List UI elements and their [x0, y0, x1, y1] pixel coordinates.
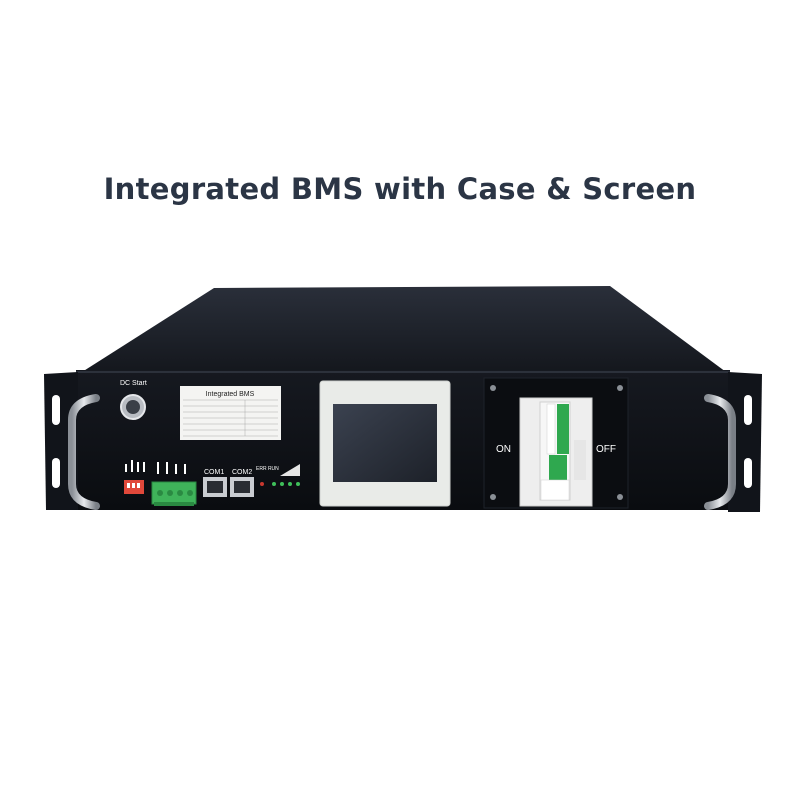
chassis-top [82, 286, 726, 372]
right-handle[interactable] [704, 394, 736, 510]
headline: Integrated BMS with Case & Screen [103, 172, 697, 206]
dip-switch[interactable] [124, 480, 144, 494]
terminal-markings [157, 462, 186, 474]
dc-start-label: DC Start [120, 380, 147, 387]
status-leds [260, 482, 300, 486]
signal-indicator [280, 464, 300, 476]
touchscreen[interactable] [319, 380, 451, 507]
right-rack-ear [728, 372, 762, 512]
terminal-block[interactable] [151, 481, 197, 506]
com2-label: COM2 [232, 469, 252, 476]
com1-label: COM1 [204, 469, 224, 476]
circuit-breaker[interactable] [519, 397, 593, 507]
com2-port[interactable] [230, 477, 254, 497]
dip-switch-markings [125, 460, 145, 472]
off-label: OFF [596, 444, 616, 455]
dc-start-button[interactable] [120, 394, 146, 420]
led-label: ERR RUN [256, 466, 279, 472]
nameplate-label: Integrated BMS [180, 386, 281, 440]
com1-port[interactable] [203, 477, 227, 497]
nameplate-title: Integrated BMS [206, 391, 255, 398]
left-handle[interactable] [68, 394, 100, 510]
on-label: ON [496, 444, 511, 455]
